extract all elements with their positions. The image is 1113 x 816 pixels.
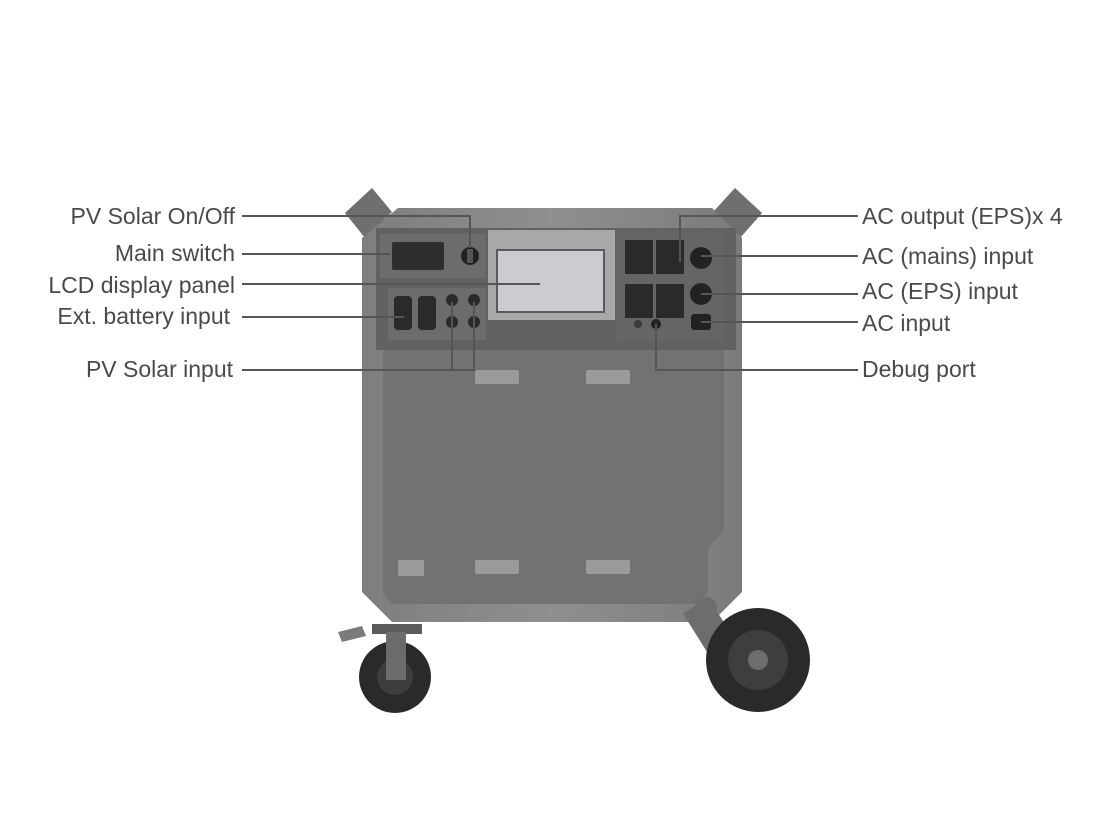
leader-lines [242,215,858,371]
label-pv-solar-input: PV Solar input [85,356,233,382]
label-ext-battery-input: Ext. battery input [57,303,230,329]
ac-mains-input-port[interactable] [690,247,712,269]
pv-solar-port-2[interactable] [468,294,480,306]
label-main-switch: Main switch [114,240,235,266]
main-switch-breaker[interactable] [392,242,444,270]
label-ac-input: AC input [862,310,951,336]
ext-battery-port-1[interactable] [394,296,412,330]
leader-line-pv-solar-on-off [242,215,471,248]
right-wheel-pivot [695,597,717,619]
left-caster-fork [386,632,406,680]
lcd-screen[interactable] [496,249,605,313]
left-handle[interactable] [345,188,392,238]
right-wheel-hub [748,650,768,670]
carry-slot [586,560,630,574]
label-lcd-display-panel: LCD display panel [48,272,235,298]
ac-output-socket-1[interactable] [625,240,653,274]
label-ac-output-eps: AC output (EPS)x 4 [862,203,1063,229]
carry-slot [475,560,519,574]
leader-line-pv-solar-input [242,302,475,371]
pv-solar-port-1[interactable] [446,294,458,306]
right-handle[interactable] [713,188,762,238]
label-debug-port: Debug port [862,356,976,382]
leader-line-ac-output-eps [679,215,858,262]
carry-slot [398,560,424,576]
caster-brake-lever[interactable] [338,626,366,642]
ac-output-socket-4[interactable] [656,284,684,318]
ac-output-socket-3[interactable] [625,284,653,318]
label-ac-eps-input: AC (EPS) input [862,278,1018,304]
lower-panel [383,350,724,604]
label-ac-mains-input: AC (mains) input [862,243,1034,269]
carry-slot [586,370,630,384]
left-caster-mount [372,624,422,634]
ext-battery-port-2[interactable] [418,296,436,330]
label-pv-solar-on-off: PV Solar On/Off [70,203,235,229]
small-indicator [634,320,642,328]
pv-solar-switch-bar [467,249,473,263]
carry-slot [475,370,519,384]
leader-line-debug-port [655,324,858,371]
